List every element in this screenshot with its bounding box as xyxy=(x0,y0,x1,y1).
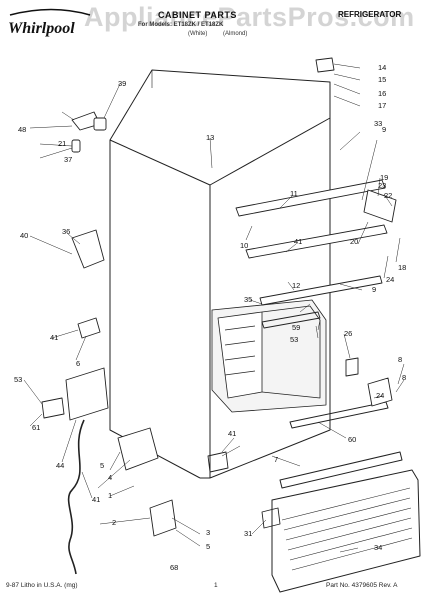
page-title: CABINET PARTS xyxy=(158,10,237,20)
hinge-hardware xyxy=(41,57,393,537)
toe-grille xyxy=(271,401,421,593)
callout-15: 15 xyxy=(378,75,386,84)
callout-labels: 1234556788991011121314151617181920212223… xyxy=(14,63,406,572)
callout-9: 9 xyxy=(382,125,386,134)
cabinet-shell xyxy=(109,69,331,479)
callout-7: 7 xyxy=(274,455,278,464)
callout-8: 8 xyxy=(398,355,402,364)
callout-31: 31 xyxy=(244,529,252,538)
footer-page-number: 1 xyxy=(214,582,218,589)
callout-41: 41 xyxy=(92,495,100,504)
callout-16: 16 xyxy=(378,89,386,98)
callout-36: 36 xyxy=(62,227,70,236)
callout-6: 6 xyxy=(76,359,80,368)
callout-34: 34 xyxy=(374,543,382,552)
callout-1: 1 xyxy=(108,491,112,500)
callout-59: 59 xyxy=(292,323,300,332)
callout-41: 41 xyxy=(228,429,236,438)
callout-14: 14 xyxy=(378,63,386,72)
wire-harness xyxy=(67,419,85,575)
callout-9: 9 xyxy=(372,285,376,294)
callout-8: 8 xyxy=(402,373,406,382)
callout-13: 13 xyxy=(206,133,214,142)
callout-2: 2 xyxy=(112,518,116,527)
callout-20: 20 xyxy=(350,237,358,246)
callout-26: 26 xyxy=(344,329,352,338)
callout-24: 24 xyxy=(386,275,394,284)
callout-61: 61 xyxy=(32,423,40,432)
models-line: For Models: ET18ZK / ET18ZK xyxy=(138,22,224,28)
callout-17: 17 xyxy=(378,101,386,110)
leader-lines xyxy=(23,63,405,553)
callout-53: 53 xyxy=(290,335,298,344)
callout-44: 44 xyxy=(56,461,64,470)
callout-41: 41 xyxy=(294,237,302,246)
color-almond: (Almond) xyxy=(223,31,248,37)
callout-33: 33 xyxy=(374,119,382,128)
callout-22: 22 xyxy=(384,191,392,200)
callout-35: 35 xyxy=(244,295,252,304)
freezer-compartment xyxy=(211,299,327,413)
color-variants: (White) (Almond) xyxy=(188,31,247,37)
callout-53: 53 xyxy=(14,375,22,384)
callout-21: 21 xyxy=(58,139,66,148)
callout-41: 41 xyxy=(50,333,58,342)
callout-37: 37 xyxy=(64,155,72,164)
footer-part-number: Part No. 4379605 Rev. A xyxy=(326,582,398,589)
footer-litho: 9-87 Litho in U.S.A. (mg) xyxy=(6,582,78,589)
callout-24: 24 xyxy=(376,391,384,400)
callout-12: 12 xyxy=(292,281,300,290)
callout-4: 4 xyxy=(108,473,112,482)
callout-40: 40 xyxy=(20,231,28,240)
callout-18: 18 xyxy=(398,263,406,272)
callout-5: 5 xyxy=(100,461,104,470)
breaker-strips xyxy=(235,179,397,329)
callout-68: 68 xyxy=(170,563,178,572)
callout-10: 10 xyxy=(240,241,248,250)
callout-11: 11 xyxy=(290,189,298,198)
callout-19: 19 xyxy=(380,173,388,182)
callout-60: 60 xyxy=(348,435,356,444)
product-type: REFRIGERATOR xyxy=(338,10,402,19)
callout-39: 39 xyxy=(118,79,126,88)
callout-3: 3 xyxy=(206,528,210,537)
callout-23: 23 xyxy=(378,181,386,190)
brand-wordmark: Whirlpool xyxy=(8,20,75,37)
callout-5: 5 xyxy=(206,542,210,551)
brand-logo: Whirlpool xyxy=(8,8,91,37)
callout-48: 48 xyxy=(18,125,26,134)
watermark: AppliancePartsPros.com xyxy=(84,2,415,32)
color-white: (White) xyxy=(188,31,208,37)
